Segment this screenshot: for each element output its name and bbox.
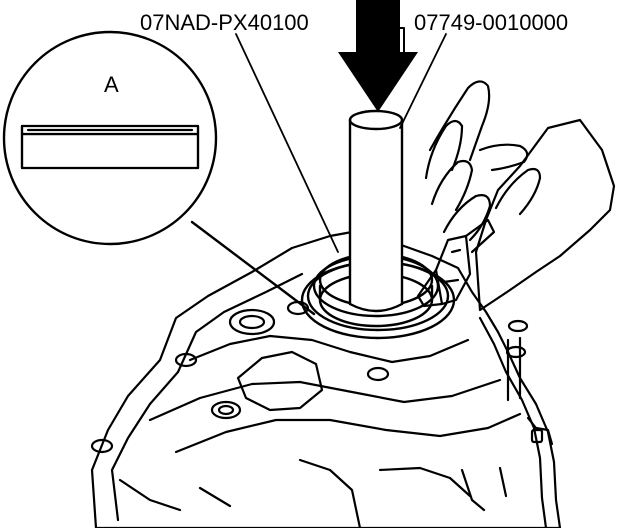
label-tool-handle: 07749-0010000 (414, 10, 568, 35)
seal-cross-section (20, 124, 200, 170)
label-detail-a: A (104, 72, 119, 97)
hand-with-pliers (416, 80, 616, 312)
leader-driver (235, 33, 339, 253)
callout-leader (190, 220, 316, 316)
detail-callout (2, 30, 316, 316)
press-arrow (338, 0, 418, 112)
leader-handle (399, 33, 447, 129)
label-tool-driver: 07NAD-PX40100 (140, 10, 309, 35)
driver-shaft (348, 109, 404, 313)
